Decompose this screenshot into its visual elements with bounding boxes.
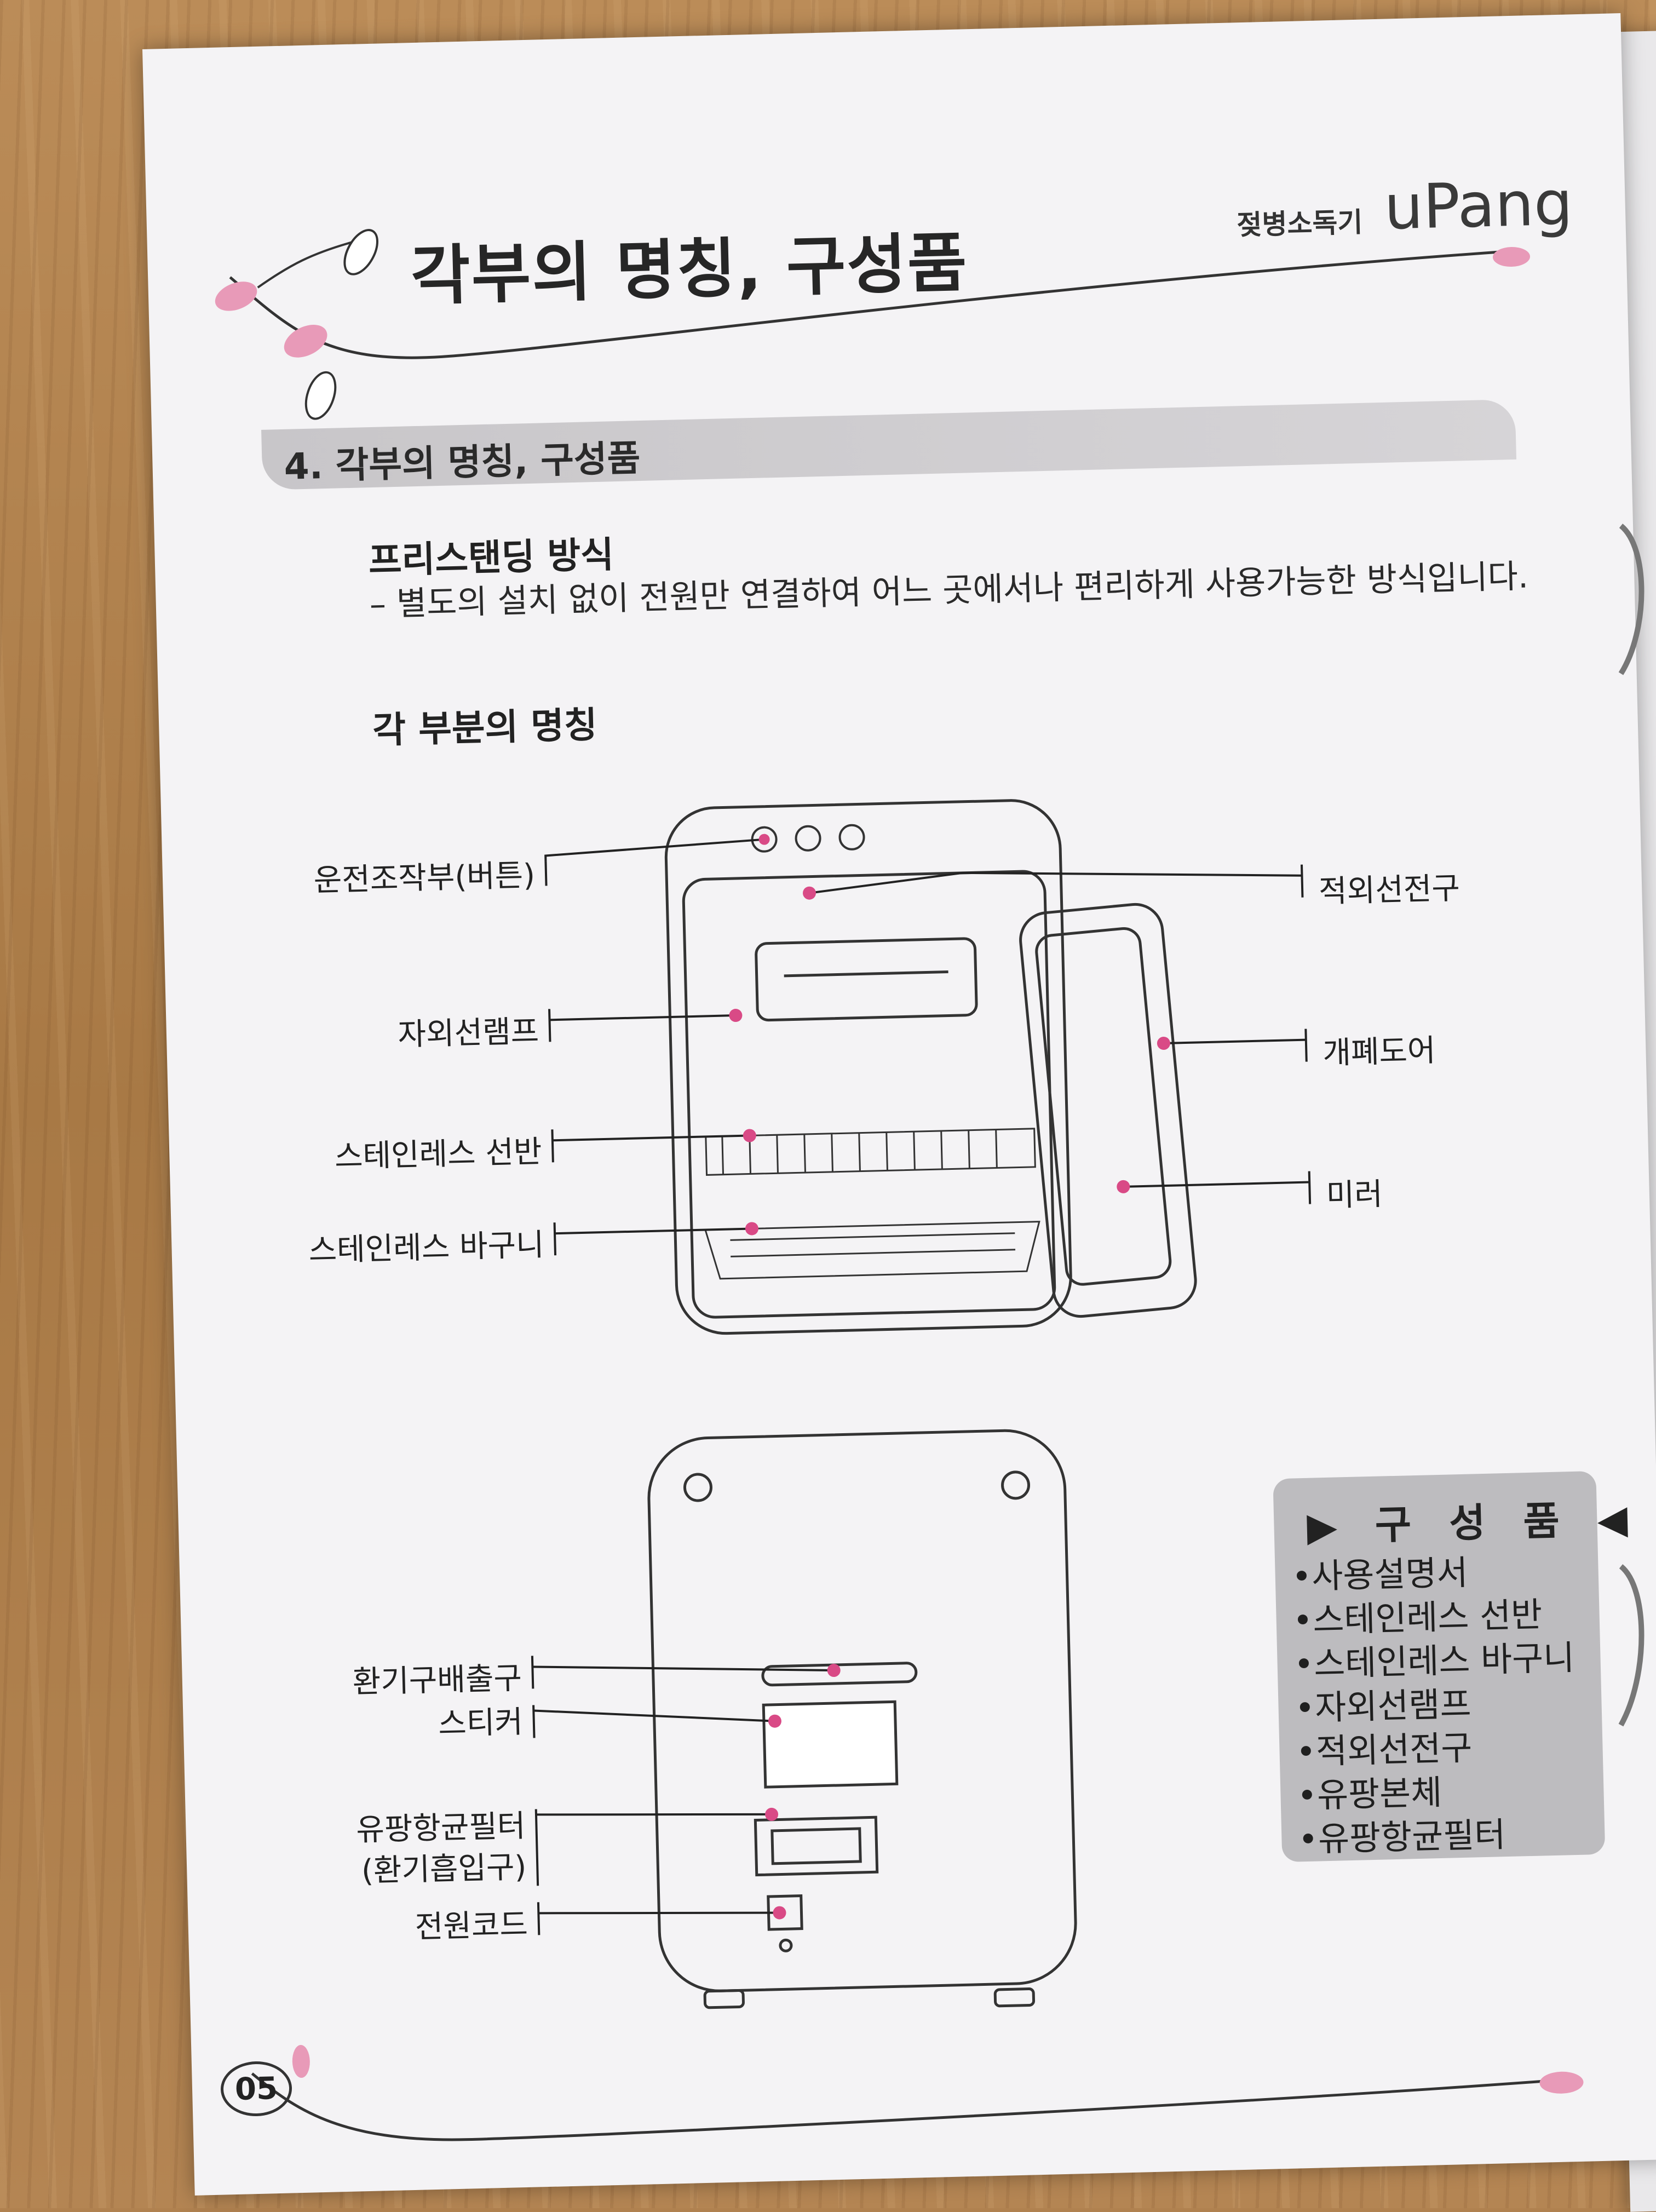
- leaf-icon: [304, 371, 337, 420]
- components-list: 사용설명서 스테인레스 선반 스테인레스 바구니 자외선램프 적외선전구 유팡본…: [1291, 1548, 1579, 1861]
- control-button-icon: [795, 825, 821, 852]
- list-item: 적외선전구: [1296, 1723, 1577, 1774]
- label-sticker: 스티커: [438, 1704, 524, 1742]
- label-filter-sub: (환기흡입구): [361, 1849, 527, 1889]
- leaf-icon: [343, 229, 378, 275]
- list-item: 유팡본체: [1297, 1767, 1578, 1818]
- leaf-icon: [1493, 247, 1530, 267]
- control-button-icon: [838, 824, 865, 851]
- leaf-icon: [1539, 2071, 1584, 2094]
- label-power-cord: 전원코드: [415, 1906, 528, 1945]
- list-item: 스테인레스 선반: [1292, 1592, 1574, 1643]
- list-item: 사용설명서: [1291, 1548, 1573, 1599]
- list-item: 유팡항균필터: [1298, 1811, 1579, 1862]
- leaf-icon: [284, 325, 327, 358]
- back-view-diagram: [531, 1429, 1077, 2009]
- front-view-diagram: [544, 799, 1312, 1335]
- list-item: 스테인레스 바구니: [1293, 1636, 1575, 1687]
- leaf-icon: [292, 2045, 310, 2078]
- label-vent-outlet: 환기구배출구: [352, 1660, 522, 1700]
- leaf-icon: [215, 281, 257, 311]
- manual-page: 각부의 명칭, 구성품 젖병소독기 uPang 4. 각부의 명칭, 구성품 프…: [142, 13, 1656, 2196]
- binder-rings: [1618, 524, 1645, 1727]
- vine-decoration: [215, 229, 1584, 2141]
- list-item: 자외선램프: [1295, 1680, 1576, 1731]
